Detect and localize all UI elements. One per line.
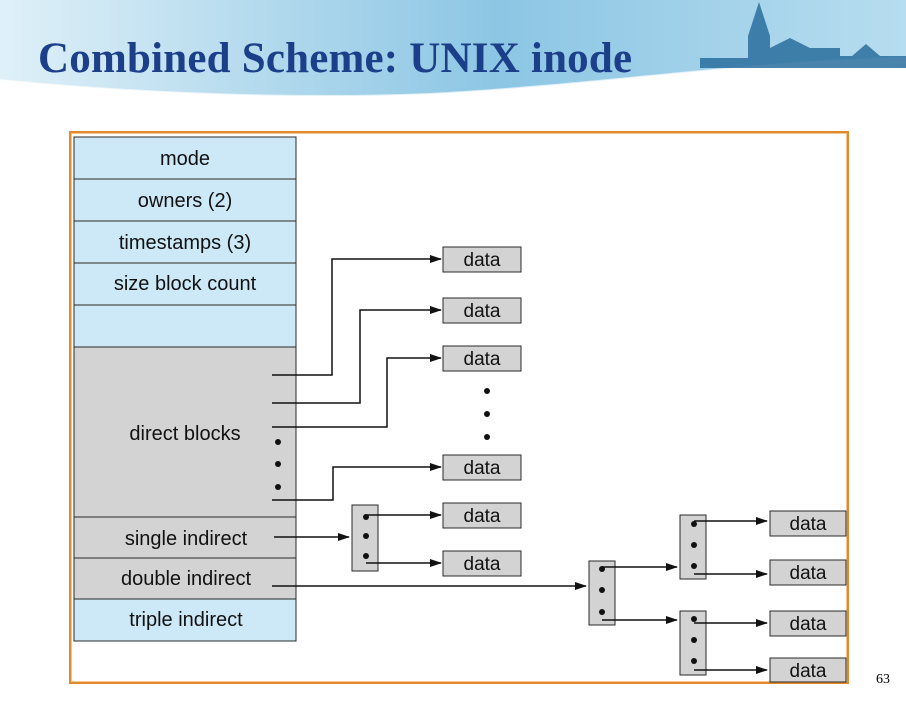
data-block: data [769,559,847,586]
second-level-block-a-dots [691,521,697,569]
data-block: data [442,454,522,481]
data-block: data [769,510,847,537]
direct-blocks-label: direct blocks [129,423,240,445]
data-block: data [769,657,847,683]
data-block: data [442,550,522,577]
single-indirect-arrows [366,511,442,567]
inode-cell-direct-blocks [73,346,297,518]
inode-cell-timestamps [73,220,297,264]
svg-text:data: data [790,614,827,635]
triple-indirect-label: triple indirect [129,609,243,631]
double-indirect-arrows [602,563,678,624]
double-indirect-label: double indirect [121,568,252,590]
direct-pointers [272,255,442,501]
svg-text:data: data [464,250,501,271]
svg-text:data: data [464,554,501,575]
single-indirect-label: single indirect [125,528,248,550]
svg-text:data: data [464,349,501,370]
svg-text:data: data [790,563,827,584]
inode-cell-size-block-count [73,262,297,306]
second-level-block-b-arrows [694,619,768,674]
double-indirect-dots [599,566,605,615]
second-level-block-a-arrows [694,517,768,578]
direct-blocks-ellipsis [275,439,281,490]
inode-table [73,136,297,642]
direct-data-blocks: data data data data [442,246,522,481]
inode-cell-triple-indirect [73,598,297,642]
svg-text:data: data [464,506,501,527]
town-silhouette-icon [700,2,906,68]
data-block: data [442,345,522,372]
data-ellipsis [484,388,490,440]
data-block: data [442,246,522,273]
svg-text:data: data [464,301,501,322]
inode-cell-double-indirect [73,557,297,600]
inode-cell-mode [73,136,297,180]
data-block: data [442,297,522,324]
owners-label: owners (2) [138,190,232,212]
slide-title: Combined Scheme: UNIX inode [38,35,633,82]
inode-cell-owners [73,178,297,222]
mode-label: mode [160,148,210,170]
svg-text:data: data [790,661,827,682]
inode-cell-single-indirect [73,516,297,559]
slide-number: 63 [876,672,890,687]
single-indirect-dots [363,514,369,559]
second-level-block-b-dots [691,616,697,664]
inode-cell-empty [73,304,297,348]
size-block-count-label: size block count [114,273,257,295]
timestamps-label: timestamps (3) [119,232,251,254]
svg-text:data: data [790,514,827,535]
data-block: data [769,610,847,637]
header-band [0,0,906,98]
svg-text:data: data [464,458,501,479]
data-block: data [442,502,522,529]
